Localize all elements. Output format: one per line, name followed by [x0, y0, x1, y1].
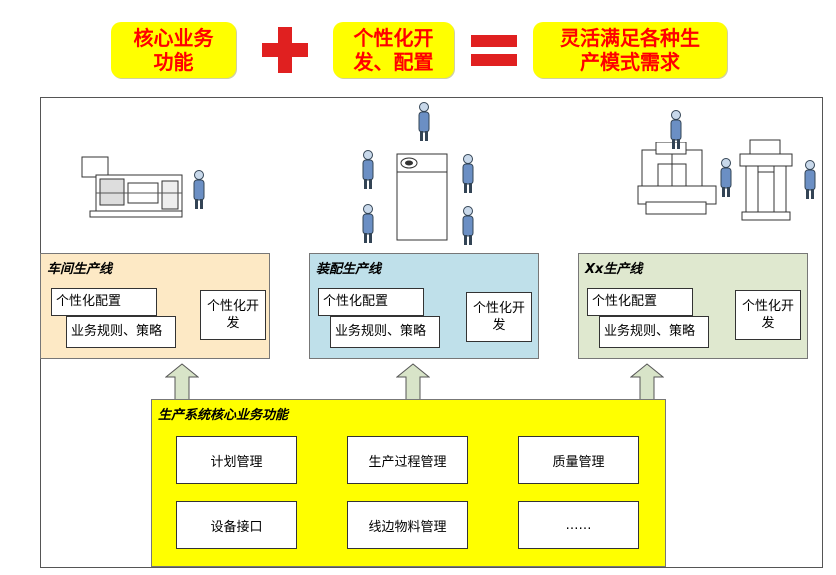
dev-line1: 个性化开 — [206, 299, 259, 314]
custom-dev-box: 个性化开发 — [735, 290, 801, 340]
operator-icon — [462, 154, 474, 193]
production-line-title: 车间生产线 — [47, 262, 113, 277]
result-line2: 产模式需求 — [580, 50, 680, 74]
term2-line1: 个性化开 — [353, 26, 434, 50]
term-core-functions: 核心业务功能 — [111, 22, 236, 78]
business-rules-doc: 业务规则、策略 — [599, 316, 709, 348]
function-quality-management: 质量管理 — [518, 436, 639, 484]
custom-config-doc: 个性化配置 — [318, 288, 424, 316]
result-flexible: 灵活满足各种生产模式需求 — [533, 22, 727, 78]
custom-config-doc: 个性化配置 — [587, 288, 693, 316]
plus-icon — [262, 27, 308, 73]
up-arrow-icon — [396, 363, 430, 401]
assembly-station-icon — [396, 153, 448, 241]
core-functions-panel: 生产系统核心业务功能 计划管理 生产过程管理 质量管理 设备接口 线边物料管理 … — [151, 399, 666, 567]
term2-line2: 发、配置 — [353, 50, 434, 74]
operator-icon — [670, 110, 682, 149]
up-arrow-icon — [630, 363, 664, 401]
production-line-title: Xx生产线 — [585, 262, 643, 277]
dev-line1: 个性化开 — [472, 301, 525, 316]
equals-icon — [471, 35, 517, 66]
operator-icon — [804, 160, 816, 199]
lathe-machine-icon — [739, 139, 793, 221]
business-rules-doc: 业务规则、策略 — [66, 316, 176, 348]
operator-icon — [362, 204, 374, 243]
operator-icon — [462, 206, 474, 245]
custom-config-doc: 个性化配置 — [51, 288, 157, 316]
business-rules-doc: 业务规则、策略 — [330, 316, 440, 348]
function-more: …… — [518, 501, 639, 549]
function-device-interface: 设备接口 — [176, 501, 297, 549]
dev-line2: 发 — [226, 316, 240, 331]
dev-line2: 发 — [492, 318, 506, 333]
up-arrow-icon — [165, 363, 199, 401]
production-line-assembly: 装配生产线 个性化配置 业务规则、策略 个性化开发 — [309, 253, 539, 359]
press-machine-icon — [637, 142, 717, 215]
dev-line2: 发 — [761, 316, 775, 331]
term1-line2: 功能 — [153, 50, 194, 74]
term-custom-dev: 个性化开发、配置 — [333, 22, 454, 78]
dev-line1: 个性化开 — [741, 299, 794, 314]
operator-icon — [193, 170, 205, 209]
production-line-title: 装配生产线 — [316, 262, 382, 277]
core-functions-title: 生产系统核心业务功能 — [158, 408, 289, 423]
operator-icon — [418, 102, 430, 141]
operator-icon — [720, 158, 732, 197]
function-process-management: 生产过程管理 — [347, 436, 468, 484]
result-line1: 灵活满足各种生 — [560, 26, 700, 50]
cnc-machine-icon — [81, 156, 183, 218]
function-lineside-material: 线边物料管理 — [347, 501, 468, 549]
production-line-workshop: 车间生产线 个性化配置 业务规则、策略 个性化开发 — [40, 253, 270, 359]
custom-dev-box: 个性化开发 — [200, 290, 266, 340]
function-plan-management: 计划管理 — [176, 436, 297, 484]
operator-icon — [362, 150, 374, 189]
term1-line1: 核心业务 — [133, 26, 214, 50]
production-line-xx: Xx生产线 个性化配置 业务规则、策略 个性化开发 — [578, 253, 808, 359]
custom-dev-box: 个性化开发 — [466, 292, 532, 342]
